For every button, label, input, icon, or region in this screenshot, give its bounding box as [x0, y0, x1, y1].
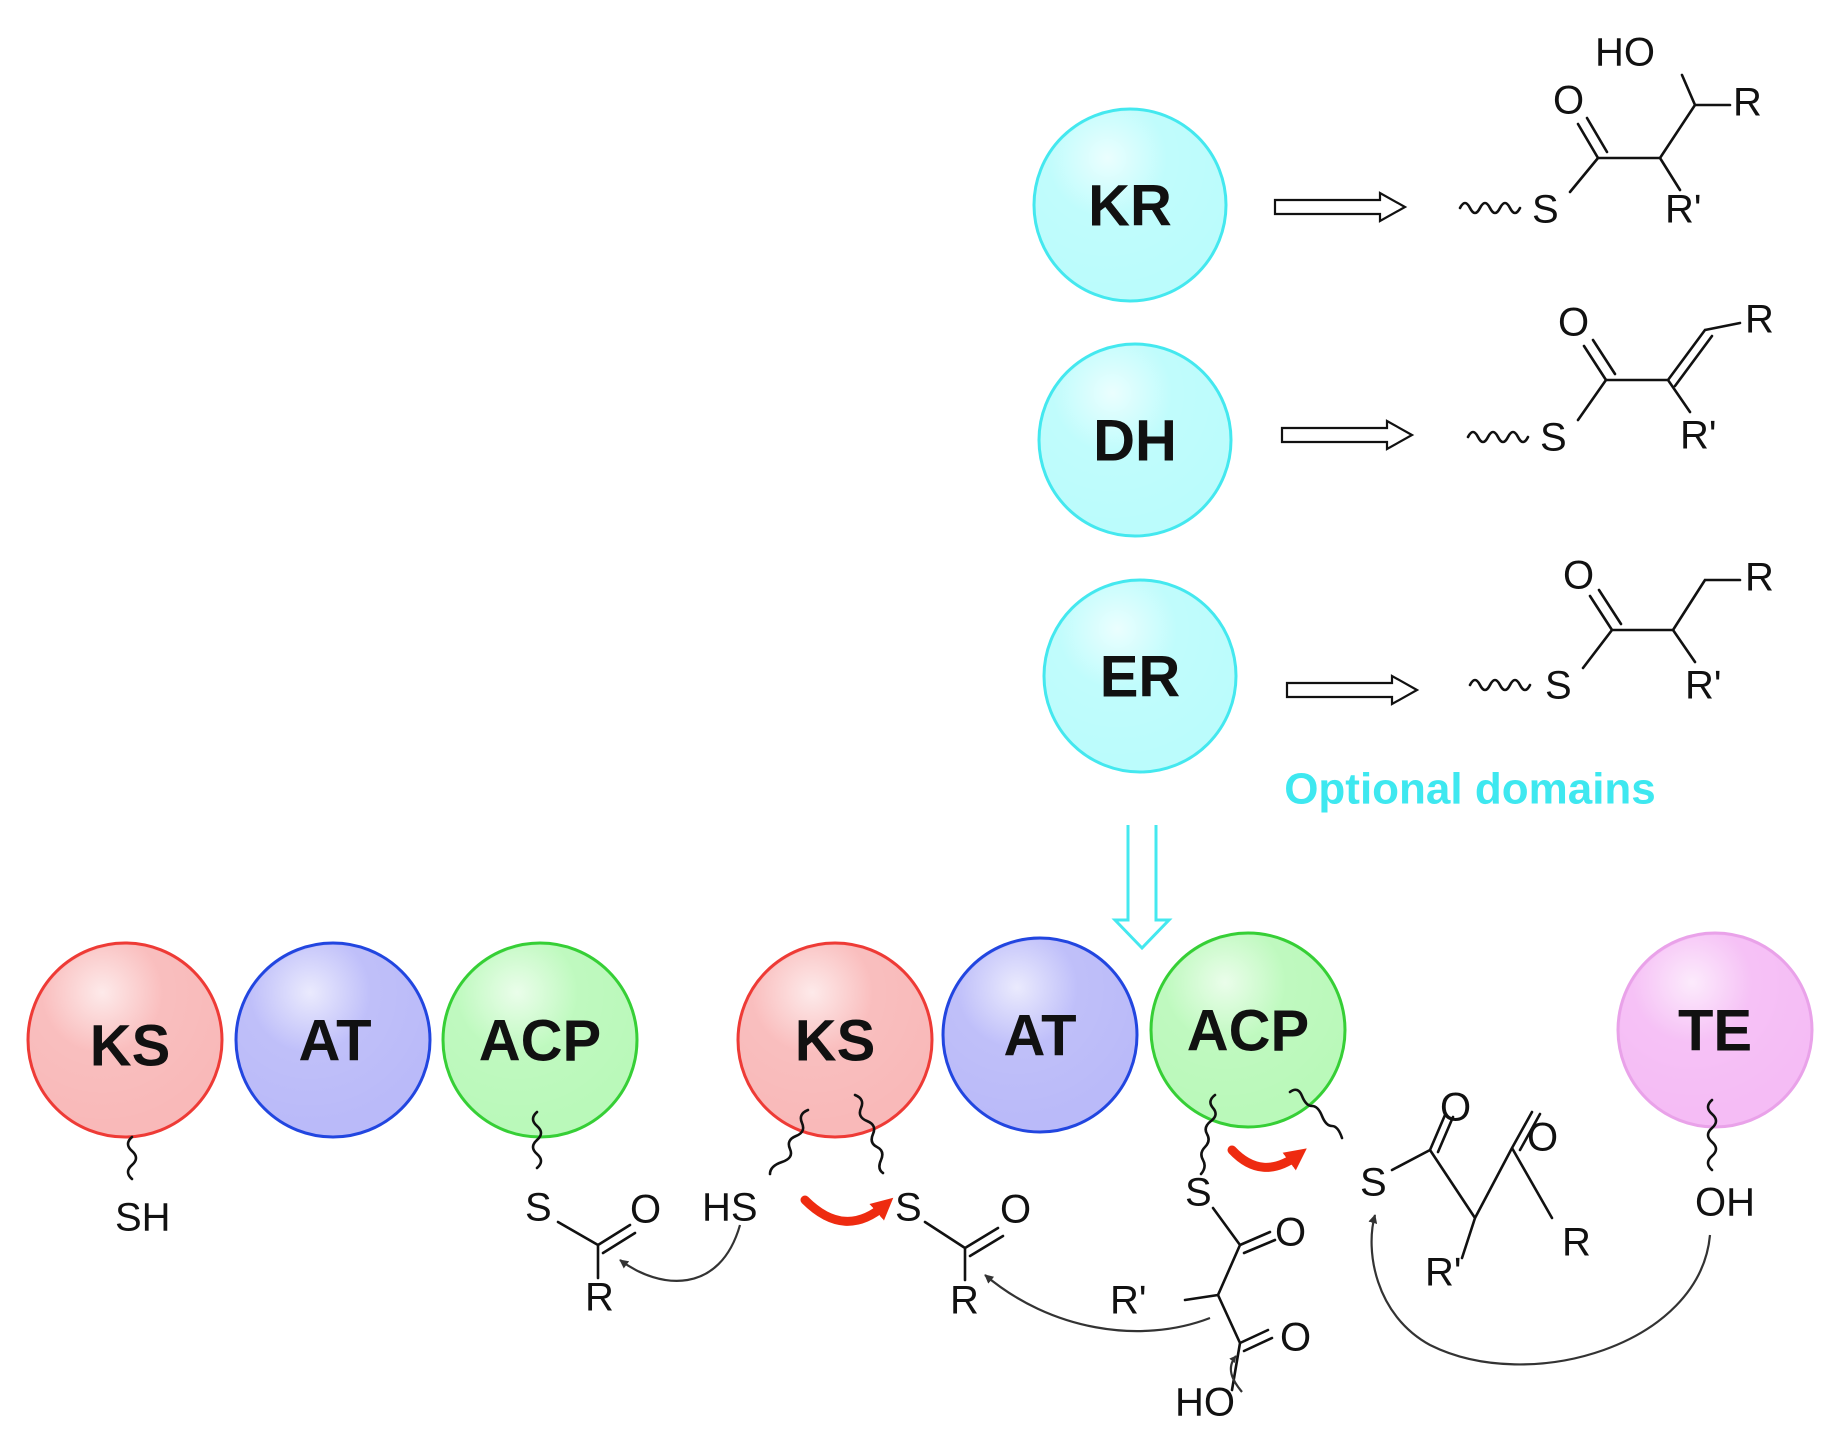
ks1-attack-arrow: [619, 1224, 742, 1282]
kr-product-hydroxyl-bond: [1680, 73, 1697, 107]
optional-domain-dh: DH: [1037, 342, 1233, 538]
te-gloss: [1620, 935, 1810, 1125]
acp1-linker-squiggle: [531, 1110, 543, 1170]
acp2-acid-oxygen: O: [1280, 1316, 1311, 1360]
module2-at: AT: [941, 936, 1139, 1134]
kr-product-carbonyl-oxygen: O: [1553, 79, 1584, 123]
module1-at-label: AT: [298, 1008, 371, 1073]
ks2-thiol: HS: [702, 1186, 758, 1230]
module1-acp-label: ACP: [479, 1008, 601, 1073]
kr-product-linker-squiggle: [1458, 201, 1522, 215]
ks2-carbonyl-oxygen: O: [1000, 1188, 1031, 1232]
er-label: ER: [1100, 644, 1181, 709]
er-product-r-prime: R': [1685, 664, 1722, 708]
optional-to-module-arrow: [1111, 825, 1173, 951]
decarboxylative-condensation-arrow: [984, 1274, 1211, 1333]
er-domain-gloss: [1046, 582, 1234, 770]
ks2-thioester-bonds: [923, 1220, 1005, 1282]
te-linker-squiggle: [1706, 1098, 1718, 1172]
kr-product-r-prime: R': [1665, 188, 1702, 232]
ks2-sulfur: S: [895, 1186, 922, 1230]
er-product-sulfur: S: [1545, 664, 1572, 708]
dh-product-r-prime: R': [1680, 414, 1717, 458]
module1-at: AT: [234, 941, 432, 1139]
module2-acp-label: ACP: [1187, 998, 1309, 1063]
acp1-sulfur: S: [525, 1186, 552, 1230]
module2-ks-label: KS: [795, 1008, 876, 1073]
acp2-left-carbonyl-oxygen: O: [1275, 1211, 1306, 1255]
module2-ks-gloss: [740, 945, 930, 1135]
module1-acp: ACP: [441, 941, 639, 1139]
dh-product-linker-squiggle: [1466, 430, 1530, 444]
acp2-right-linker-squiggle: [1288, 1088, 1344, 1140]
te-attack-arrow: [1368, 1214, 1712, 1366]
dh-product-carbonyl-bond: [1582, 338, 1617, 382]
dh-product-bonds: [1576, 321, 1742, 422]
module1-ks: KS: [26, 941, 224, 1139]
acp2-right-r: R: [1562, 1221, 1591, 1265]
kr-domain-gloss: [1036, 111, 1224, 299]
acp2-left-r-prime: R': [1110, 1279, 1147, 1323]
module2-acp: ACP: [1149, 931, 1347, 1129]
module1-ks-label: KS: [90, 1013, 171, 1078]
acp2-right-oxygen-1: O: [1440, 1086, 1471, 1130]
er-product-r: R: [1745, 556, 1774, 600]
te-domain: TE: [1616, 931, 1814, 1129]
dh-product-sulfur: S: [1540, 416, 1567, 460]
ks2-right-linker-squiggle: [853, 1093, 885, 1175]
dh-product-r: R: [1745, 298, 1774, 342]
dh-product-structure: S O R R': [1466, 298, 1774, 460]
kr-product-carbonyl-bond: [1576, 116, 1609, 160]
acp2-right-oxygen-2: O: [1527, 1116, 1558, 1160]
acp2-left-sulfur: S: [1185, 1171, 1212, 1215]
er-product-linker-squiggle: [1468, 678, 1532, 692]
te-label: TE: [1678, 998, 1752, 1063]
ks2-flip-arrow: [800, 1195, 894, 1226]
acp2-right-r-prime: R': [1425, 1251, 1462, 1295]
dh-domain-gloss: [1041, 346, 1229, 534]
kr-reaction-arrow: [1273, 191, 1408, 223]
optional-domain-kr: KR: [1032, 107, 1228, 303]
acp2-ketothioester-bonds: [1390, 1110, 1554, 1260]
dh-product-carbonyl-oxygen: O: [1558, 301, 1589, 345]
ks2-left-linker-squiggle: [768, 1108, 810, 1176]
kr-product-r: R: [1733, 81, 1762, 125]
kr-product-bonds: [1568, 103, 1732, 194]
acp1-carbonyl-oxygen: O: [630, 1188, 661, 1232]
acp2-flip-arrow: [1227, 1145, 1307, 1172]
acp2-acid-hydroxyl: HO: [1175, 1381, 1235, 1425]
decarboxylation-arrow: [1229, 1355, 1243, 1393]
ks1-linker-squiggle: [126, 1135, 138, 1181]
module2-ks: KS: [736, 941, 934, 1139]
module1-acp-gloss: [445, 945, 635, 1135]
optional-domains-caption: Optional domains: [1284, 765, 1656, 814]
acp2-malonyl-bonds: [1211, 1206, 1277, 1392]
acp2-right-sulfur: S: [1360, 1161, 1387, 1205]
acp1-r: R: [585, 1276, 614, 1320]
dh-label: DH: [1093, 408, 1177, 473]
module2-acp-gloss: [1153, 935, 1343, 1125]
acp1-thioester-bonds: [556, 1220, 637, 1280]
module2-at-label: AT: [1003, 1003, 1076, 1068]
ks2-r: R: [950, 1279, 979, 1323]
acp2-left-linker-squiggle: [1199, 1093, 1217, 1176]
kr-product-hydroxyl: HO: [1595, 31, 1655, 75]
dh-reaction-arrow: [1280, 419, 1415, 451]
ks1-thiol: SH: [115, 1196, 171, 1240]
er-product-carbonyl-oxygen: O: [1563, 554, 1594, 598]
acp2-alpha-rprime-bond: [1183, 1293, 1220, 1302]
er-product-bonds: [1581, 578, 1742, 670]
kr-label: KR: [1088, 173, 1172, 238]
optional-domain-er: ER: [1042, 578, 1238, 774]
module2-at-gloss: [945, 940, 1135, 1130]
kr-product-sulfur: S: [1532, 188, 1559, 232]
kr-product-structure: S O HO R R': [1458, 31, 1762, 232]
module1-at-gloss: [238, 945, 428, 1135]
te-hydroxyl: OH: [1695, 1181, 1755, 1225]
er-product-carbonyl-bond: [1588, 588, 1623, 632]
er-product-structure: S O R R': [1468, 554, 1774, 708]
module1-ks-gloss: [30, 945, 220, 1135]
er-reaction-arrow: [1285, 674, 1420, 706]
